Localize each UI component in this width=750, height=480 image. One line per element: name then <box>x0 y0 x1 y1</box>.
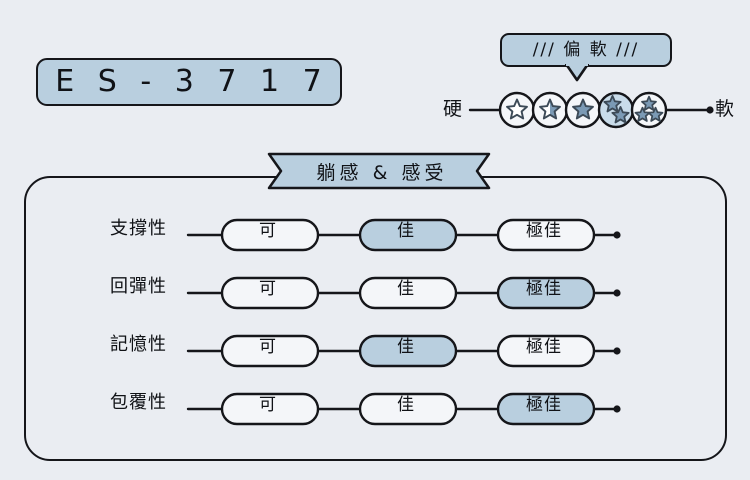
firmness-step-5[interactable] <box>630 91 668 129</box>
scale-option-pill[interactable] <box>220 276 320 310</box>
scale-option-pill[interactable] <box>220 218 320 252</box>
firmness-hard-label: 硬 <box>443 98 463 120</box>
attribute-scale[interactable] <box>186 380 636 438</box>
attribute-row: 記憶性可佳極佳 <box>0 322 750 380</box>
scale-option-pill[interactable] <box>496 334 596 368</box>
scale-option-pill-selected[interactable] <box>358 334 458 368</box>
attribute-row: 支撐性可佳極佳 <box>0 206 750 264</box>
attribute-label: 記憶性 <box>110 334 167 355</box>
attribute-scale[interactable] <box>186 264 636 322</box>
row-end-dot <box>613 231 621 239</box>
star-full-icon <box>572 98 594 120</box>
firmness-step-4[interactable] <box>597 91 635 129</box>
attribute-scale[interactable] <box>186 322 636 380</box>
attribute-label: 回彈性 <box>110 276 167 297</box>
attribute-row: 包覆性可佳極佳 <box>0 380 750 438</box>
star-half-icon-fill <box>550 99 560 119</box>
attribute-label: 支撐性 <box>110 218 167 239</box>
row-end-dot <box>613 289 621 297</box>
row-end-dot <box>613 405 621 413</box>
scale-option-pill-selected[interactable] <box>496 276 596 310</box>
attribute-row: 回彈性可佳極佳 <box>0 264 750 322</box>
feel-section-ribbon <box>267 152 491 190</box>
scale-option-pill[interactable] <box>220 334 320 368</box>
scale-option-pill-selected[interactable] <box>496 392 596 426</box>
firmness-step-1[interactable] <box>498 91 536 129</box>
scale-option-pill[interactable] <box>220 392 320 426</box>
scale-option-pill[interactable] <box>358 392 458 426</box>
row-end-dot <box>613 347 621 355</box>
scale-end-dot <box>706 106 714 114</box>
model-code-text: E S - 3 7 1 7 <box>55 64 329 99</box>
model-code-plate: E S - 3 7 1 7 <box>36 58 342 106</box>
scale-option-pill[interactable] <box>496 218 596 252</box>
feel-attribute-rows: 支撐性可佳極佳回彈性可佳極佳記憶性可佳極佳包覆性可佳極佳 <box>0 206 750 438</box>
firmness-callout-label: /// 偏 軟 /// <box>532 39 640 60</box>
scale-option-pill[interactable] <box>358 276 458 310</box>
firmness-callout-bubble: /// 偏 軟 /// <box>500 33 672 67</box>
star-full-icon <box>647 106 664 122</box>
firmness-soft-label: 軟 <box>715 98 735 120</box>
feel-section-banner-label: 躺感 & 感受 <box>316 161 448 184</box>
callout-tail-icon <box>565 64 589 82</box>
attribute-label: 包覆性 <box>110 392 167 413</box>
scale-option-pill-selected[interactable] <box>358 218 458 252</box>
star-half-icon-outline <box>539 98 561 120</box>
star-full-icon <box>611 106 630 124</box>
firmness-star-scale[interactable] <box>430 84 750 136</box>
star-empty-icon <box>506 98 528 120</box>
star-full-icon <box>603 95 622 113</box>
firmness-step-3[interactable] <box>564 91 602 129</box>
attribute-scale[interactable] <box>186 206 636 264</box>
star-full-icon <box>641 95 657 111</box>
firmness-step-2[interactable] <box>531 91 569 129</box>
